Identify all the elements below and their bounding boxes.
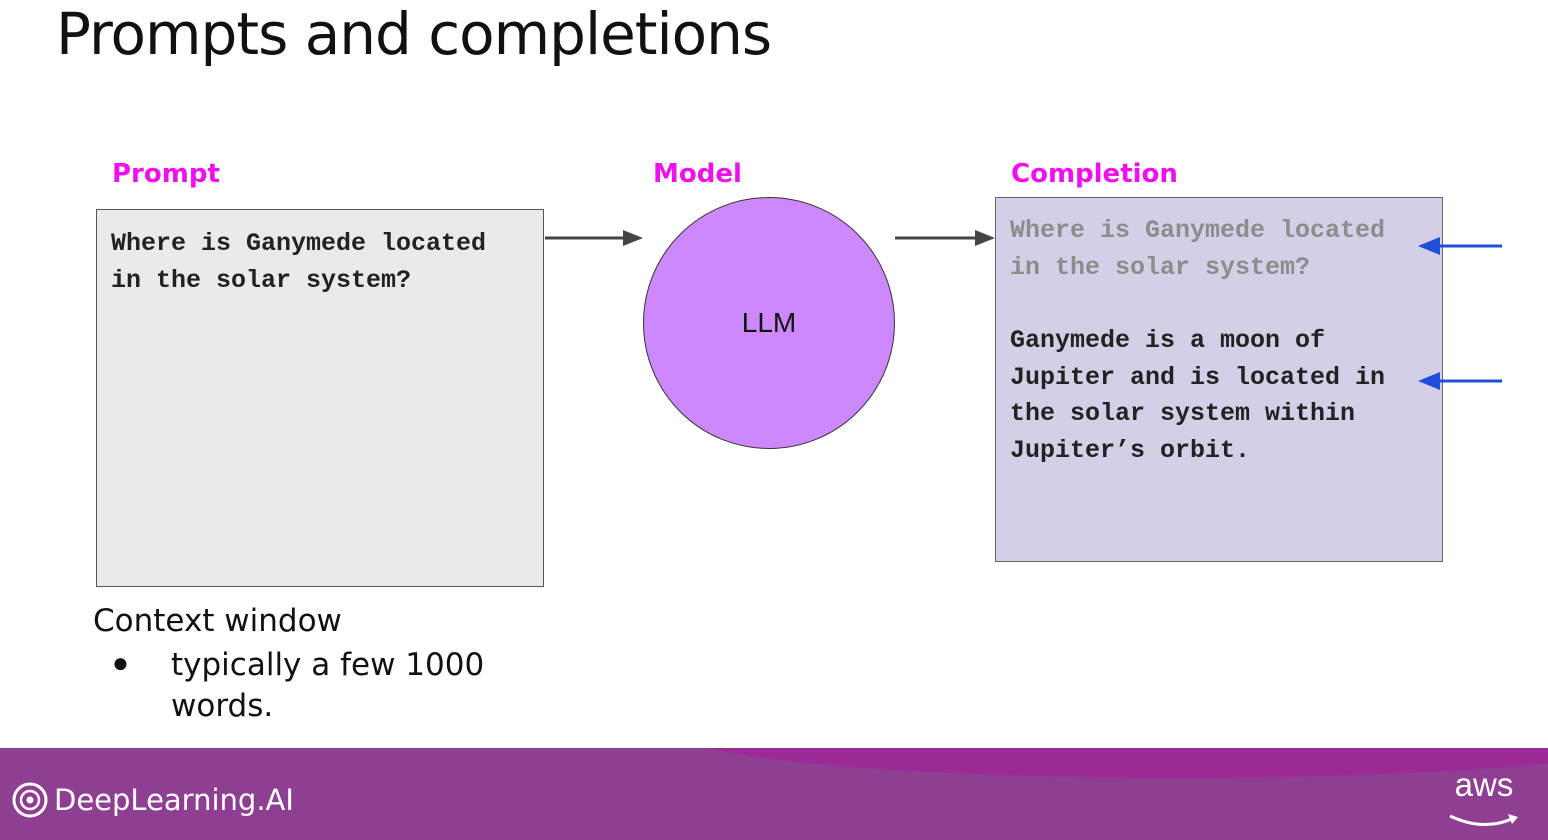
prompt-text: Where is Ganymede located in the solar s… xyxy=(111,229,487,295)
llm-circle: LLM xyxy=(643,197,895,449)
aws-smile-icon xyxy=(1449,814,1518,827)
arrow-right-icon xyxy=(895,230,995,246)
completion-answer-text: Ganymede is a moon of Jupiter and is loc… xyxy=(1010,326,1386,465)
arrow-left-icon xyxy=(1418,372,1502,390)
slide-title: Prompts and completions xyxy=(56,0,772,68)
context-window-title: Context window xyxy=(93,603,342,639)
completion-label: Completion xyxy=(1011,159,1178,189)
arrow-left-icon xyxy=(1418,237,1502,255)
prompt-box: Where is Ganymede located in the solar s… xyxy=(96,209,544,587)
footer-bar: DeepLearning.AI aws xyxy=(0,748,1548,840)
llm-label: LLM xyxy=(741,307,797,338)
bullet-icon: ● xyxy=(112,647,129,678)
completion-echo-text: Where is Ganymede located in the solar s… xyxy=(1010,216,1386,282)
aws-wordmark: aws xyxy=(1454,766,1514,803)
prompt-label: Prompt xyxy=(112,159,220,189)
deeplearning-brand: DeepLearning.AI xyxy=(12,782,294,818)
completion-box: Where is Ganymede located in the solar s… xyxy=(995,197,1443,562)
footer-wave xyxy=(680,748,1548,778)
arrow-right-icon xyxy=(545,230,643,246)
deeplearning-logo-icon xyxy=(12,782,48,818)
model-label: Model xyxy=(653,159,742,189)
aws-logo: aws xyxy=(1446,766,1522,838)
brand-name: DeepLearning.AI xyxy=(54,783,294,817)
context-window-bullet-text: typically a few 1000 words. xyxy=(171,647,485,724)
